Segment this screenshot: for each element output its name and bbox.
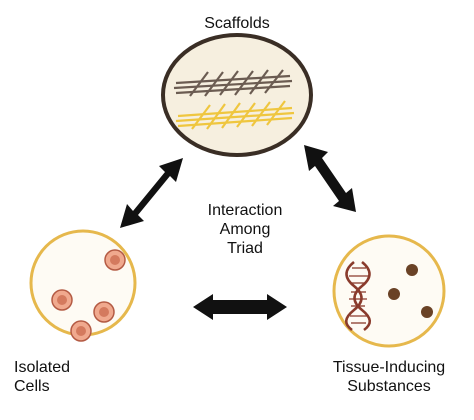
- double-arrow-icon: [193, 294, 287, 320]
- scaffolds-circle: [161, 33, 313, 157]
- cell-icon: [70, 320, 92, 342]
- double-arrow-icon: [304, 145, 356, 212]
- cells-label: Isolated Cells: [14, 358, 70, 396]
- cell-icon: [104, 249, 126, 271]
- cell-icon: [93, 301, 115, 323]
- interaction-line-2: Among: [219, 221, 271, 238]
- scaffold-mesh-icon: [173, 69, 295, 130]
- substances-node: [332, 234, 446, 348]
- growth-factor-bead-icon: [388, 288, 400, 300]
- interaction-line-1: Interaction: [207, 202, 283, 219]
- cell-icon: [51, 289, 73, 311]
- dna-helix-icon: [344, 260, 372, 332]
- cells-line-2: Cells: [14, 378, 50, 395]
- interaction-line-3: Triad: [227, 240, 263, 257]
- cells-circle: [29, 229, 137, 337]
- scaffolds-node: [161, 33, 313, 157]
- growth-factor-bead-icon: [406, 264, 418, 276]
- cells-line-1: Isolated: [14, 359, 71, 376]
- double-arrow-icon: [120, 158, 183, 228]
- substances-label: Tissue-Inducing Substances: [314, 358, 464, 396]
- substances-line-1: Tissue-Inducing: [332, 359, 446, 376]
- scaffolds-label: Scaffolds: [204, 15, 270, 32]
- cells-node: [29, 229, 137, 342]
- substances-line-2: Substances: [347, 378, 431, 395]
- growth-factor-bead-icon: [421, 306, 433, 318]
- interaction-label: Interaction Among Triad: [175, 201, 315, 258]
